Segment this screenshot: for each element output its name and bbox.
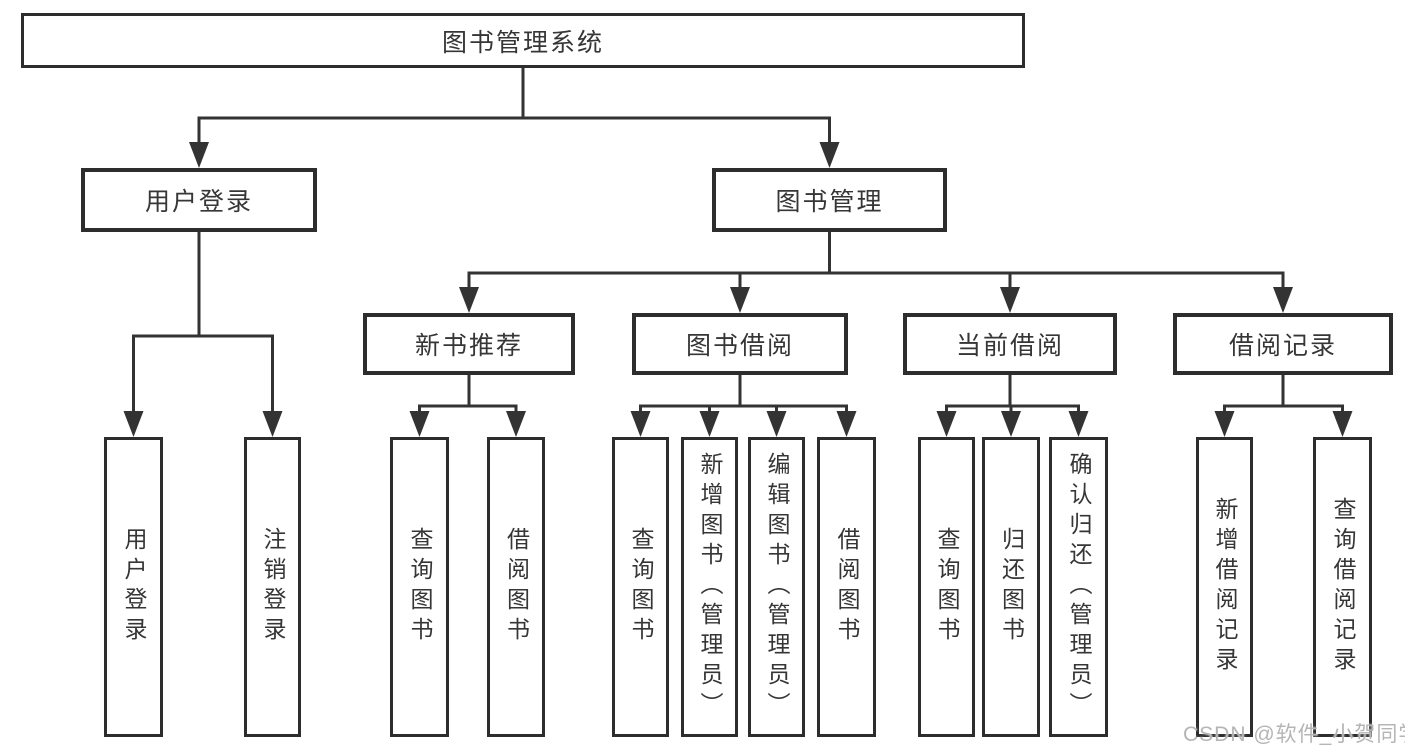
leaf-label: 查询图书 [407,527,433,647]
node-current-borrowing: 当前借阅 [903,313,1117,375]
leaf-label: 新增图书（管理员） [697,452,723,722]
leaf-label: 新增借阅记录 [1212,497,1238,677]
node-book-borrowing: 图书借阅 [632,313,848,375]
leaf-label: 借阅图书 [834,527,860,647]
leaf-label: 用户登录 [121,527,147,647]
node-library-management-system: 图书管理系统 [21,13,1025,68]
leaf-logout-login: 注销登录 [244,437,301,737]
node-label: 图书管理 [775,188,884,216]
node-book-management: 图书管理 [712,168,947,232]
leaf-label: 确认归还（管理员） [1066,452,1092,722]
leaf-label: 查询借阅记录 [1330,497,1356,677]
leaf-label: 借阅图书 [503,527,530,647]
leaf-edit-books-admin: 编辑图书（管理员） [748,437,805,737]
node-borrowing-records: 借阅记录 [1173,313,1393,375]
node-label: 用户登录 [144,188,253,216]
watermark: CSDN @软件_小贺同学 [1183,723,1405,746]
leaf-label: 注销登录 [260,527,286,647]
leaf-query-books-current: 查询图书 [918,437,975,737]
node-user-login: 用户登录 [81,168,317,232]
node-label: 当前借阅 [955,332,1064,360]
leaf-query-borrow-record: 查询借阅记录 [1313,437,1372,737]
leaf-add-books-admin: 新增图书（管理员） [681,437,738,737]
node-label: 图书管理系统 [441,28,604,57]
node-label: 图书借阅 [685,332,794,360]
leaf-borrow-books: 借阅图书 [817,437,876,737]
node-label: 借阅记录 [1228,332,1337,360]
leaf-return-books: 归还图书 [982,437,1040,737]
leaf-label: 编辑图书（管理员） [764,452,790,722]
leaf-label: 查询图书 [934,527,960,647]
node-label: 新书推荐 [414,332,523,360]
leaf-query-books-recommend: 查询图书 [390,437,449,737]
leaf-label: 查询图书 [628,527,654,647]
leaf-add-borrow-record: 新增借阅记录 [1196,437,1253,737]
leaf-borrow-books-recommend: 借阅图书 [487,437,545,737]
leaf-user-login: 用户登录 [104,437,163,737]
leaf-label: 归还图书 [998,527,1025,647]
node-new-book-recommend: 新书推荐 [363,313,575,375]
leaf-query-books-borrowing: 查询图书 [612,437,669,737]
leaf-confirm-return-admin: 确认归还（管理员） [1049,437,1108,737]
